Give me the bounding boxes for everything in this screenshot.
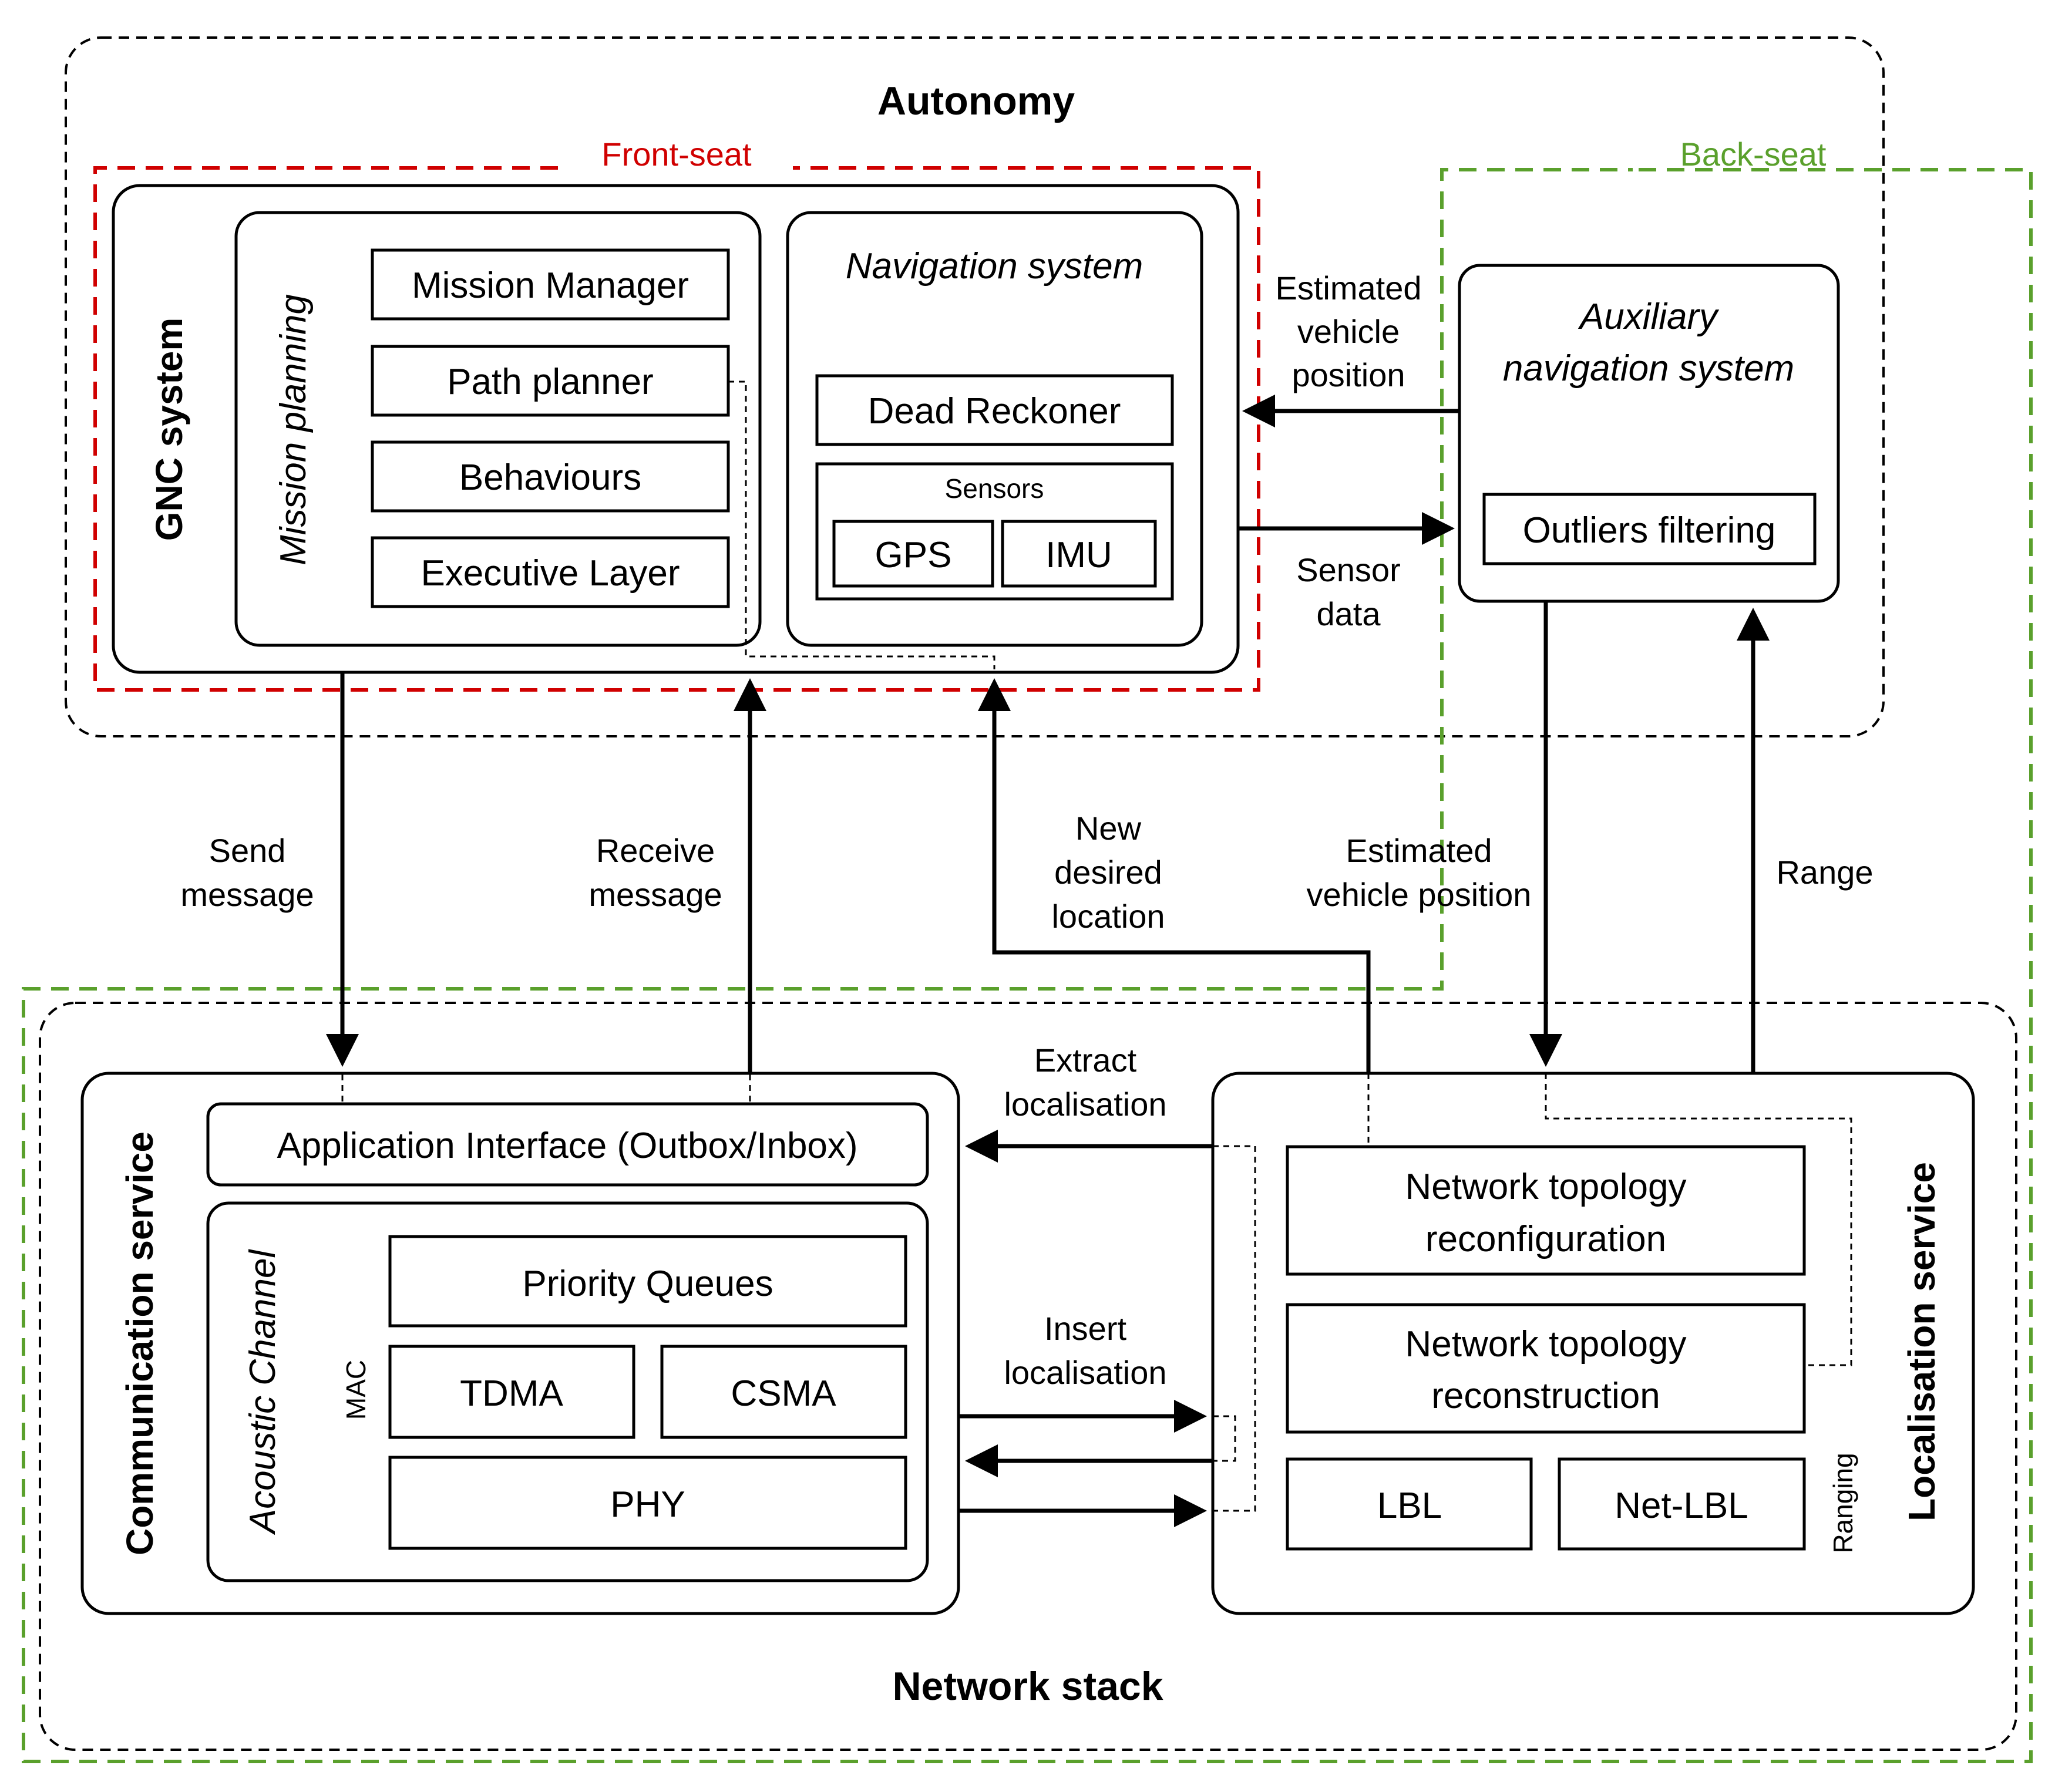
path-planner-label: Path planner [447,362,654,402]
phy-label: PHY [610,1484,685,1525]
tdma-label: TDMA [460,1373,563,1414]
sensors-title: Sensors [945,473,1044,504]
outliers-filtering-label: Outliers filtering [1523,510,1776,551]
range-label: Range [1776,854,1873,891]
communication-service-title: Communication service [119,1131,161,1555]
mac-label: MAC [341,1360,371,1420]
auxiliary-title-line1: Auxiliary [1578,297,1720,337]
outliers-filtering-box [1482,493,1817,565]
acoustic-channel-title: Acoustic Channel [243,1249,283,1536]
net-lbl-box [1558,1457,1806,1551]
extract-l2: localisation [1004,1086,1166,1123]
autonomy-label: Autonomy [877,79,1075,123]
app-interface-box [206,1102,929,1187]
acoustic-channel-box [206,1201,929,1582]
priority-queues-box [388,1235,907,1328]
path-planner-connector [728,380,995,669]
dead-reckoner-box [815,374,1174,446]
executive-layer-label: Executive Layer [421,553,680,594]
priority-queues-label: Priority Queues [522,1264,773,1304]
sensor-data-l2: data [1317,595,1381,632]
mission-manager-label: Mission Manager [412,265,689,306]
autonomy-region [65,36,1885,737]
receive-message-l2: message [588,876,722,913]
mission-manager-box [371,248,730,321]
insert-l1: Insert [1044,1310,1126,1347]
communication-service-box [80,1072,960,1615]
navigation-system-box [786,211,1203,647]
localisation-service-title: Localisation service [1901,1162,1943,1521]
localisation-service-box [1211,1072,1975,1615]
sensors-box [815,462,1174,601]
insert-l2: localisation [1004,1354,1166,1391]
back-seat-boundary [22,168,2033,1763]
csma-box [660,1345,907,1439]
network-stack-label: Network stack [892,1664,1163,1709]
auxiliary-title-line2: navigation system [1503,348,1794,389]
new-desired-l2: desired [1054,854,1162,891]
extract-dash-path [1213,1145,1256,1512]
csma-label: CSMA [731,1373,836,1414]
behaviours-label: Behaviours [459,457,641,498]
phy-box [388,1456,907,1550]
navigation-system-title: Navigation system [846,246,1143,287]
gnc-system-box [112,184,1240,674]
topology-reconstruction-line1: Network topology [1405,1324,1686,1365]
topology-reconstruction-line2: reconstruction [1431,1376,1660,1416]
back-seat-label: Back-seat [1680,136,1827,173]
lbl-label: LBL [1377,1486,1442,1526]
net-lbl-label: Net-LBL [1615,1486,1748,1526]
dead-reckoner-label: Dead Reckoner [868,391,1121,432]
new-desired-l1: New [1075,810,1142,847]
ranging-label: Ranging [1828,1453,1858,1553]
est-pos-top-l2: vehicle [1297,313,1400,350]
sensor-data-l1: Sensor [1296,551,1400,588]
mission-planning-title: Mission planning [273,294,314,565]
tdma-box [388,1345,635,1439]
new-desired-l3: location [1051,898,1165,935]
topology-reconstruction-box [1286,1303,1806,1434]
topology-reconfiguration-line1: Network topology [1405,1167,1686,1207]
est-pos-mid-l2: vehicle position [1307,876,1532,913]
send-message-l1: Send [209,832,286,869]
est-pos-top-l1: Estimated [1276,270,1422,306]
extract-l1: Extract [1034,1042,1137,1079]
behaviours-box [371,440,730,513]
topology-reconfiguration-box [1286,1145,1806,1276]
receive-message-l1: Receive [596,832,715,869]
insert-dash-path [1213,1415,1236,1462]
est-pos-mid-l1: Estimated [1346,832,1492,869]
gps-label: GPS [875,535,952,575]
network-stack-region [39,1002,2017,1751]
new-desired-location-arrow [978,678,1371,1073]
front-seat-boundary [93,166,1260,692]
topology-reconfiguration-line2: reconfiguration [1425,1219,1666,1259]
imu-box [1001,520,1157,588]
lbl-box [1286,1457,1533,1551]
gps-box [832,520,994,588]
auxiliary-navigation-box [1458,264,1840,603]
ranging-dash-path [1545,1073,1852,1366]
executive-layer-box [371,536,730,608]
mission-planning-box [234,211,762,647]
imu-label: IMU [1045,535,1112,575]
front-seat-label: Front-seat [601,136,752,173]
gnc-system-title: GNC system [148,318,190,541]
app-interface-label: Application Interface (Outbox/Inbox) [277,1126,857,1166]
send-message-l2: message [180,876,314,913]
est-pos-top-l3: position [1291,356,1405,393]
